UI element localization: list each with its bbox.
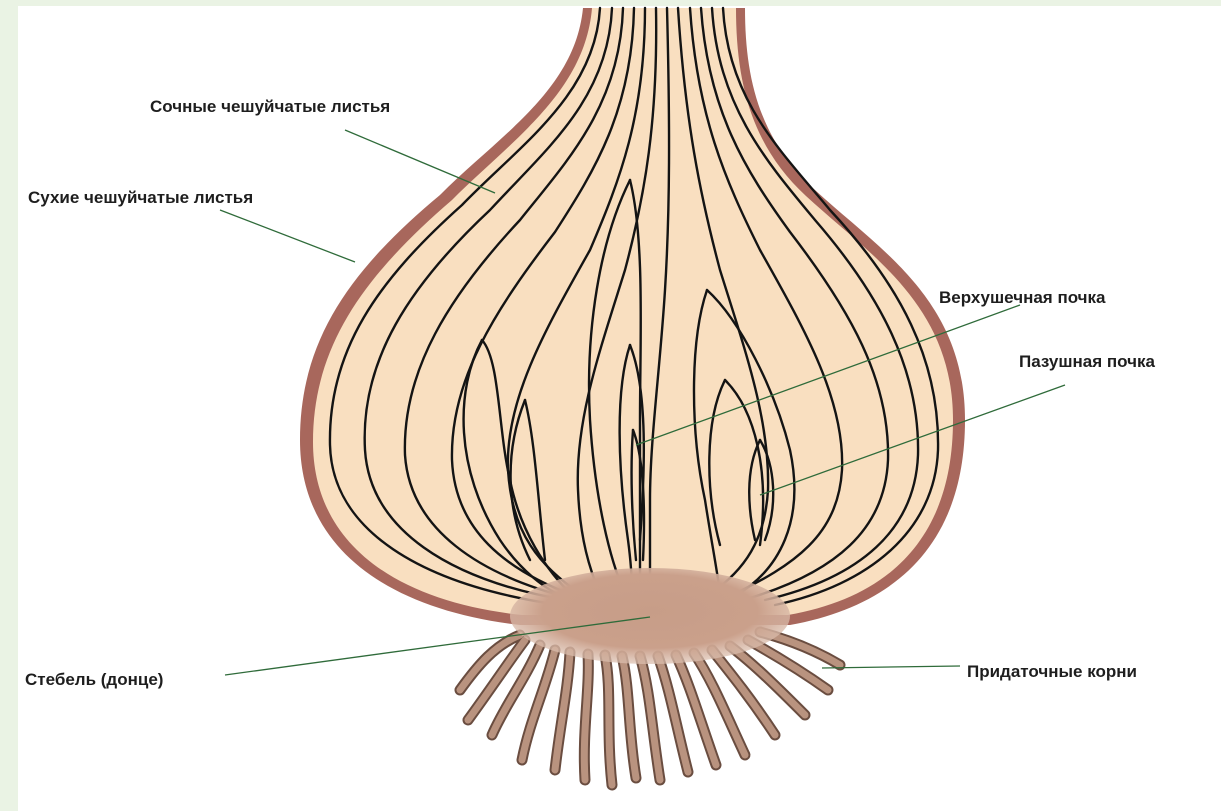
leader-dry-scales	[220, 210, 355, 262]
label-adventitious-roots: Придаточные корни	[967, 662, 1137, 682]
label-axillary-bud: Пазушная почка	[1019, 352, 1155, 372]
label-stem: Стебель (донце)	[25, 670, 163, 690]
bulb-diagram	[18, 6, 1221, 811]
label-apical-bud: Верхушечная почка	[939, 288, 1106, 308]
diagram-canvas: Сочные чешуйчатые листья Сухие чешуйчаты…	[18, 6, 1221, 811]
leader-succulent-scales	[345, 130, 495, 193]
label-succulent-scale-leaves: Сочные чешуйчатые листья	[150, 97, 390, 117]
label-dry-scale-leaves: Сухие чешуйчатые листья	[28, 188, 253, 208]
basal-plate	[510, 568, 790, 664]
